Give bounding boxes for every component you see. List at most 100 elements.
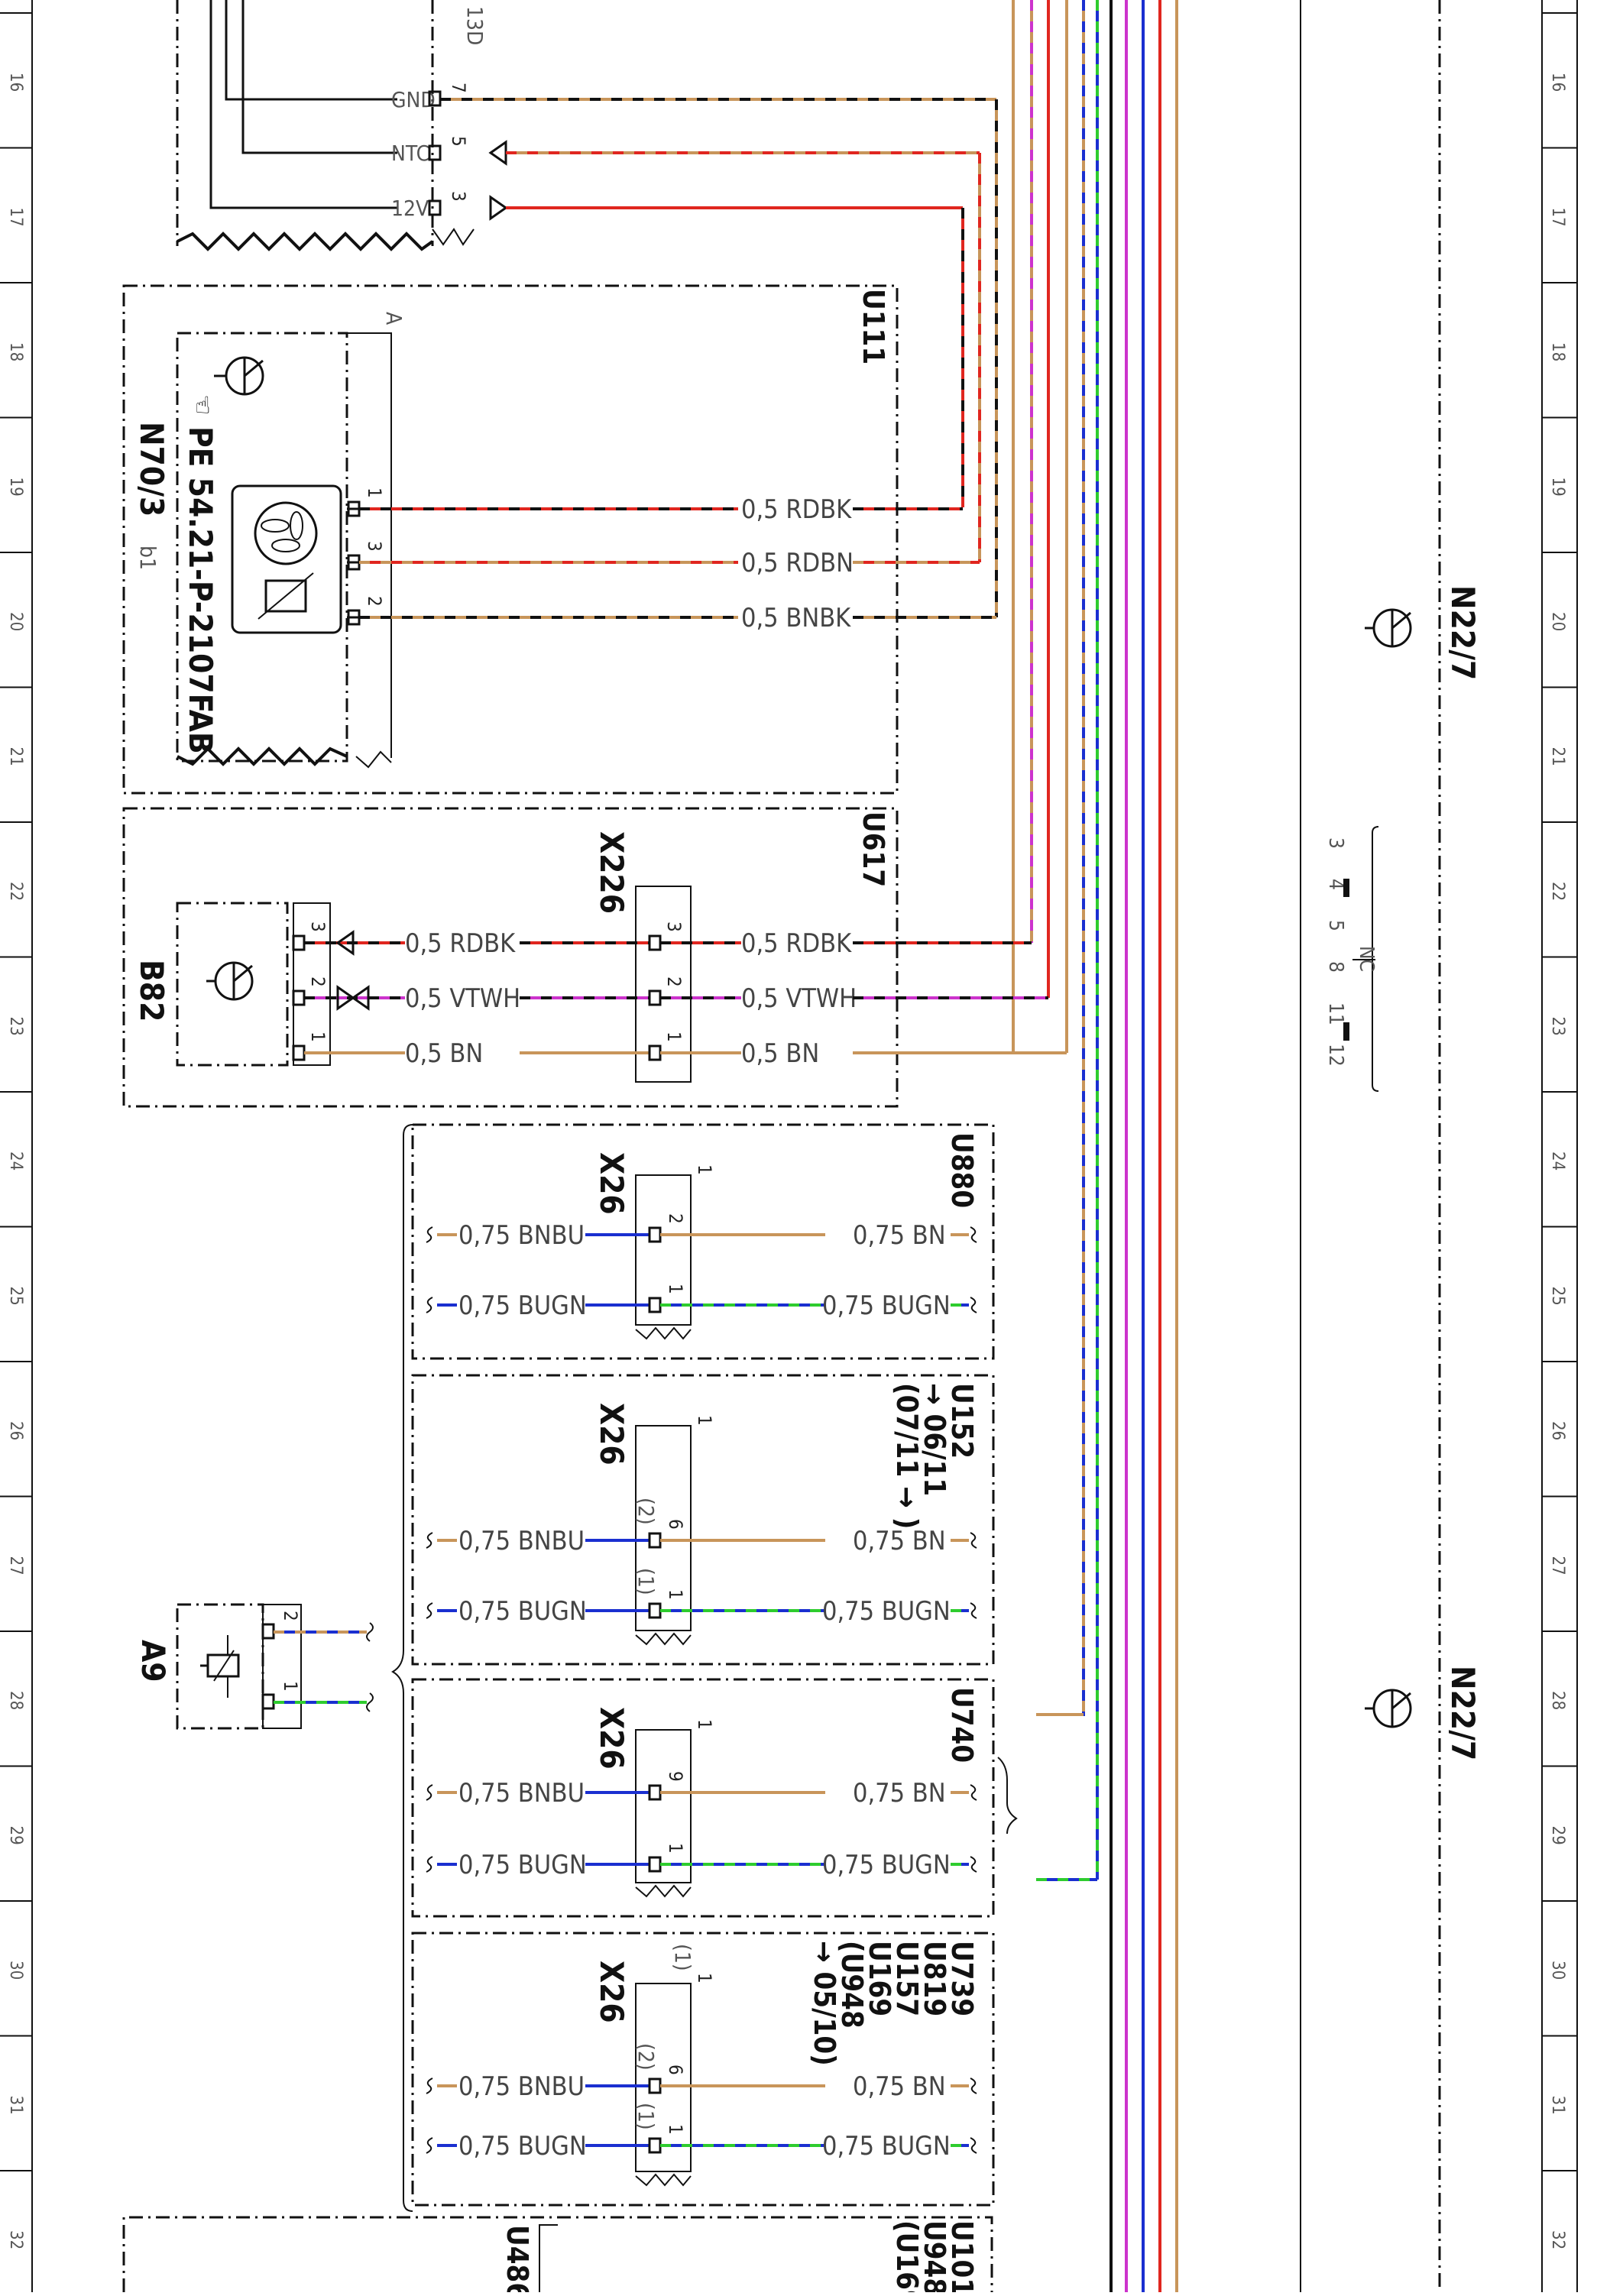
x226-right-wire-label: 0,5 BN (741, 1038, 819, 1069)
ruler-number-left: 24 (6, 1151, 25, 1171)
u740-brace (997, 1757, 1018, 1835)
top-pin-gnd-label: GND (391, 87, 436, 112)
top-pin-gnd-num: 7 (448, 83, 469, 93)
ruler-number-left: 19 (6, 478, 25, 497)
x26-left-wire-label: 0,75 BUGN (458, 1290, 587, 1321)
u111-connector-label: A (381, 312, 407, 325)
n22-sensor-icon-2 (1365, 1689, 1412, 1728)
x26-variant-label: (07/11 → ) (890, 1383, 924, 1529)
top-block-ref: 13D (462, 6, 488, 45)
a9-component-box (176, 1603, 264, 1730)
x26-right-wire-label: 0,75 BUGN (822, 1290, 951, 1321)
x26-label: X26 (593, 1403, 630, 1465)
x26-connector-box (635, 1174, 692, 1326)
n22-nc-label: NC (1355, 946, 1378, 972)
x26-pin-number: 6 (665, 2064, 686, 2075)
n22-nc-pin-number: 3 (1324, 837, 1347, 849)
ruler-number-left: 28 (6, 1691, 25, 1710)
n22-nc-pin-number: 12 (1324, 1044, 1347, 1067)
x26-alt-pin-c: (1) (670, 1944, 695, 1971)
u111-wire-label: 0,5 RDBK (741, 494, 852, 525)
ntc-arrow-icon (488, 140, 507, 166)
x26-top-pin-number: 1 (694, 1415, 715, 1426)
x26-label: X26 (593, 1961, 630, 2023)
ruler-number-left: 16 (6, 73, 25, 92)
x26-right-wire-label: 0,75 BUGN (822, 1850, 951, 1880)
x26-right-wire-label: 0,75 BUGN (822, 1596, 951, 1627)
x26-alt-pin-a: (2) (633, 1498, 659, 1525)
x26-connector-box (635, 1729, 692, 1883)
top-pin-12v-num: 3 (448, 191, 469, 202)
x26-connector-box (635, 1983, 692, 2172)
x26-label: X26 (593, 1707, 630, 1770)
ruler-number-right: 28 (1548, 1691, 1567, 1710)
u617-label: U617 (857, 811, 890, 887)
n22-nc-pin-number: 4 (1324, 879, 1347, 890)
fan-motor-icon (231, 484, 342, 634)
a9-label: A9 (134, 1640, 172, 1682)
b82-pin-number: 3 (307, 921, 329, 932)
ruler-number-right: 20 (1548, 612, 1567, 631)
b82-component-box (176, 902, 289, 1067)
x26-right-wire-label: 0,75 BN (853, 1526, 946, 1556)
n22-label-bottom: N22/7 (1444, 1666, 1482, 1760)
x26-pin-number: 9 (665, 1771, 686, 1782)
u111-pin-number: 3 (364, 541, 385, 552)
b82-sensor-icon (206, 961, 254, 1001)
x226-connector-box (635, 886, 692, 1083)
ruler-number-right: 23 (1548, 1017, 1567, 1036)
x26-label: X26 (593, 1152, 630, 1215)
x26-left-wire-label: 0,75 BUGN (458, 1850, 587, 1880)
ground-symbol-icon (214, 356, 264, 396)
ruler-number-left: 20 (6, 612, 25, 631)
b82-pin3-arrow-icon (335, 930, 355, 956)
ruler-number-left: 27 (6, 1556, 25, 1575)
x26-right-wire-label: 0,75 BN (853, 1778, 946, 1809)
x26-alt-pin-b: (1) (633, 1568, 659, 1595)
ruler-number-left: 23 (6, 1017, 25, 1036)
x26-top-pin-number: 1 (694, 1719, 715, 1730)
b82-label: B82 (133, 960, 170, 1022)
ruler-number-left: 17 (6, 208, 25, 227)
top-block-wires (440, 98, 998, 617)
x26-right-wire-label: 0,75 BN (853, 1220, 946, 1251)
ruler-number-right: 16 (1548, 73, 1567, 92)
bottom-left-label: U486 (500, 2225, 534, 2292)
ruler-number-right: 25 (1548, 1287, 1567, 1306)
x26-right-wire-label: 0,75 BN (853, 2071, 946, 2102)
ruler-number-left: 29 (6, 1826, 25, 1845)
b82-pin-number: 1 (307, 1031, 329, 1042)
harness-wires (1012, 0, 1178, 2292)
x26-variant-label: U740 (945, 1687, 979, 1763)
u111-sub-label: b1 (135, 546, 160, 570)
u111-pin-number: 2 (364, 596, 385, 607)
ruler-number-right: 22 (1548, 882, 1567, 901)
n70-3-component-box (176, 332, 348, 763)
bottom-blocks: U486 U101 U948 (U169 (122, 2216, 993, 2296)
x26-pin-number: 1 (665, 2124, 686, 2135)
u111-wire-label: 0,5 RDBN (741, 548, 854, 578)
ruler-number-right: 29 (1548, 1826, 1567, 1845)
ruler-number-left: 32 (6, 2230, 25, 2249)
bottom-right-label-3: (U169 (890, 2220, 924, 2292)
a9-block: A9 2 1 (134, 1603, 374, 1730)
ruler-number-right: 18 (1548, 342, 1567, 361)
x226-pin-number: 2 (663, 976, 685, 987)
top-pin-ntc-label: NTC (391, 141, 429, 166)
x26-variant-label: (U948 (835, 1941, 869, 2029)
ruler-number-right: 21 (1548, 747, 1567, 766)
x26-right-wire-label: 0,75 BUGN (822, 2131, 951, 2162)
top-pin-12v: 12V 3 (391, 191, 508, 221)
x26-left-wire-label: 0,75 BUGN (458, 1596, 587, 1627)
x26-top-pin-number: 1 (694, 1973, 715, 1983)
x26-top-pin-number: 1 (694, 1164, 715, 1175)
x226-pin-number: 1 (663, 1031, 685, 1042)
x26-alt-pin-b: (1) (633, 2103, 659, 2130)
x226-right-wire-label: 0,5 RDBK (741, 928, 852, 959)
